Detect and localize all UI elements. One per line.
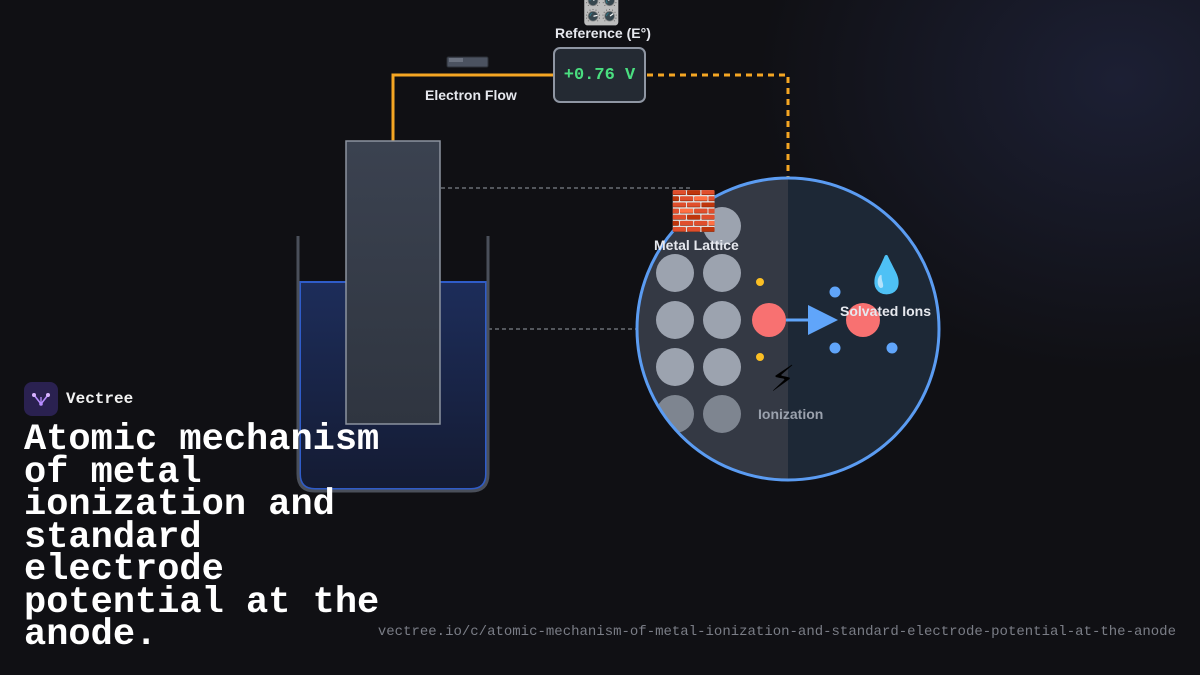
metal-electrode: [345, 140, 441, 425]
metal-atom: [703, 348, 741, 386]
voltmeter-display: +0.76 V: [553, 47, 646, 103]
electron: [756, 278, 764, 286]
solid-wire: [391, 73, 553, 141]
metal-lattice-label: Metal Lattice: [654, 237, 739, 253]
dashed-wire: [647, 73, 790, 178]
water-molecule: [829, 286, 841, 298]
metal-atom: [656, 301, 694, 339]
brand-name: Vectree: [66, 390, 134, 408]
control-knobs-icon: 🎛️: [582, 0, 621, 27]
page-title: Atomic mechanism of metal ionization and…: [24, 419, 380, 656]
solvated-ion: [846, 303, 880, 337]
lightning-icon: ⚡: [770, 359, 796, 400]
water-molecule: [829, 342, 841, 354]
metal-atom: [703, 207, 741, 245]
electron: [756, 353, 764, 361]
ionization-label: Ionization: [758, 406, 824, 422]
metal-atom: [656, 348, 694, 386]
metal-atom: [703, 254, 741, 292]
leaving-ion: [752, 303, 786, 337]
droplet-icon: 💧: [864, 255, 909, 296]
metal-atom: [656, 254, 694, 292]
battery-icon: [446, 56, 489, 68]
ionization-arrow-head: [808, 305, 838, 335]
source-url: vectree.io/c/atomic-mechanism-of-metal-i…: [377, 624, 1176, 640]
zoom-circle-outline: [635, 176, 941, 482]
solvated-ions-label: Solvated Ions: [840, 303, 932, 319]
electron-flow-label: Electron Flow: [425, 87, 517, 103]
vectree-logo-icon: [24, 382, 58, 416]
metal-atom: [703, 301, 741, 339]
reference-label: Reference (E°): [555, 25, 651, 41]
beaker: [296, 236, 490, 493]
metal-atom: [703, 395, 741, 433]
water-molecule: [886, 342, 898, 354]
brick-icon: 🧱: [670, 189, 718, 233]
brand: Vectree: [24, 382, 133, 416]
